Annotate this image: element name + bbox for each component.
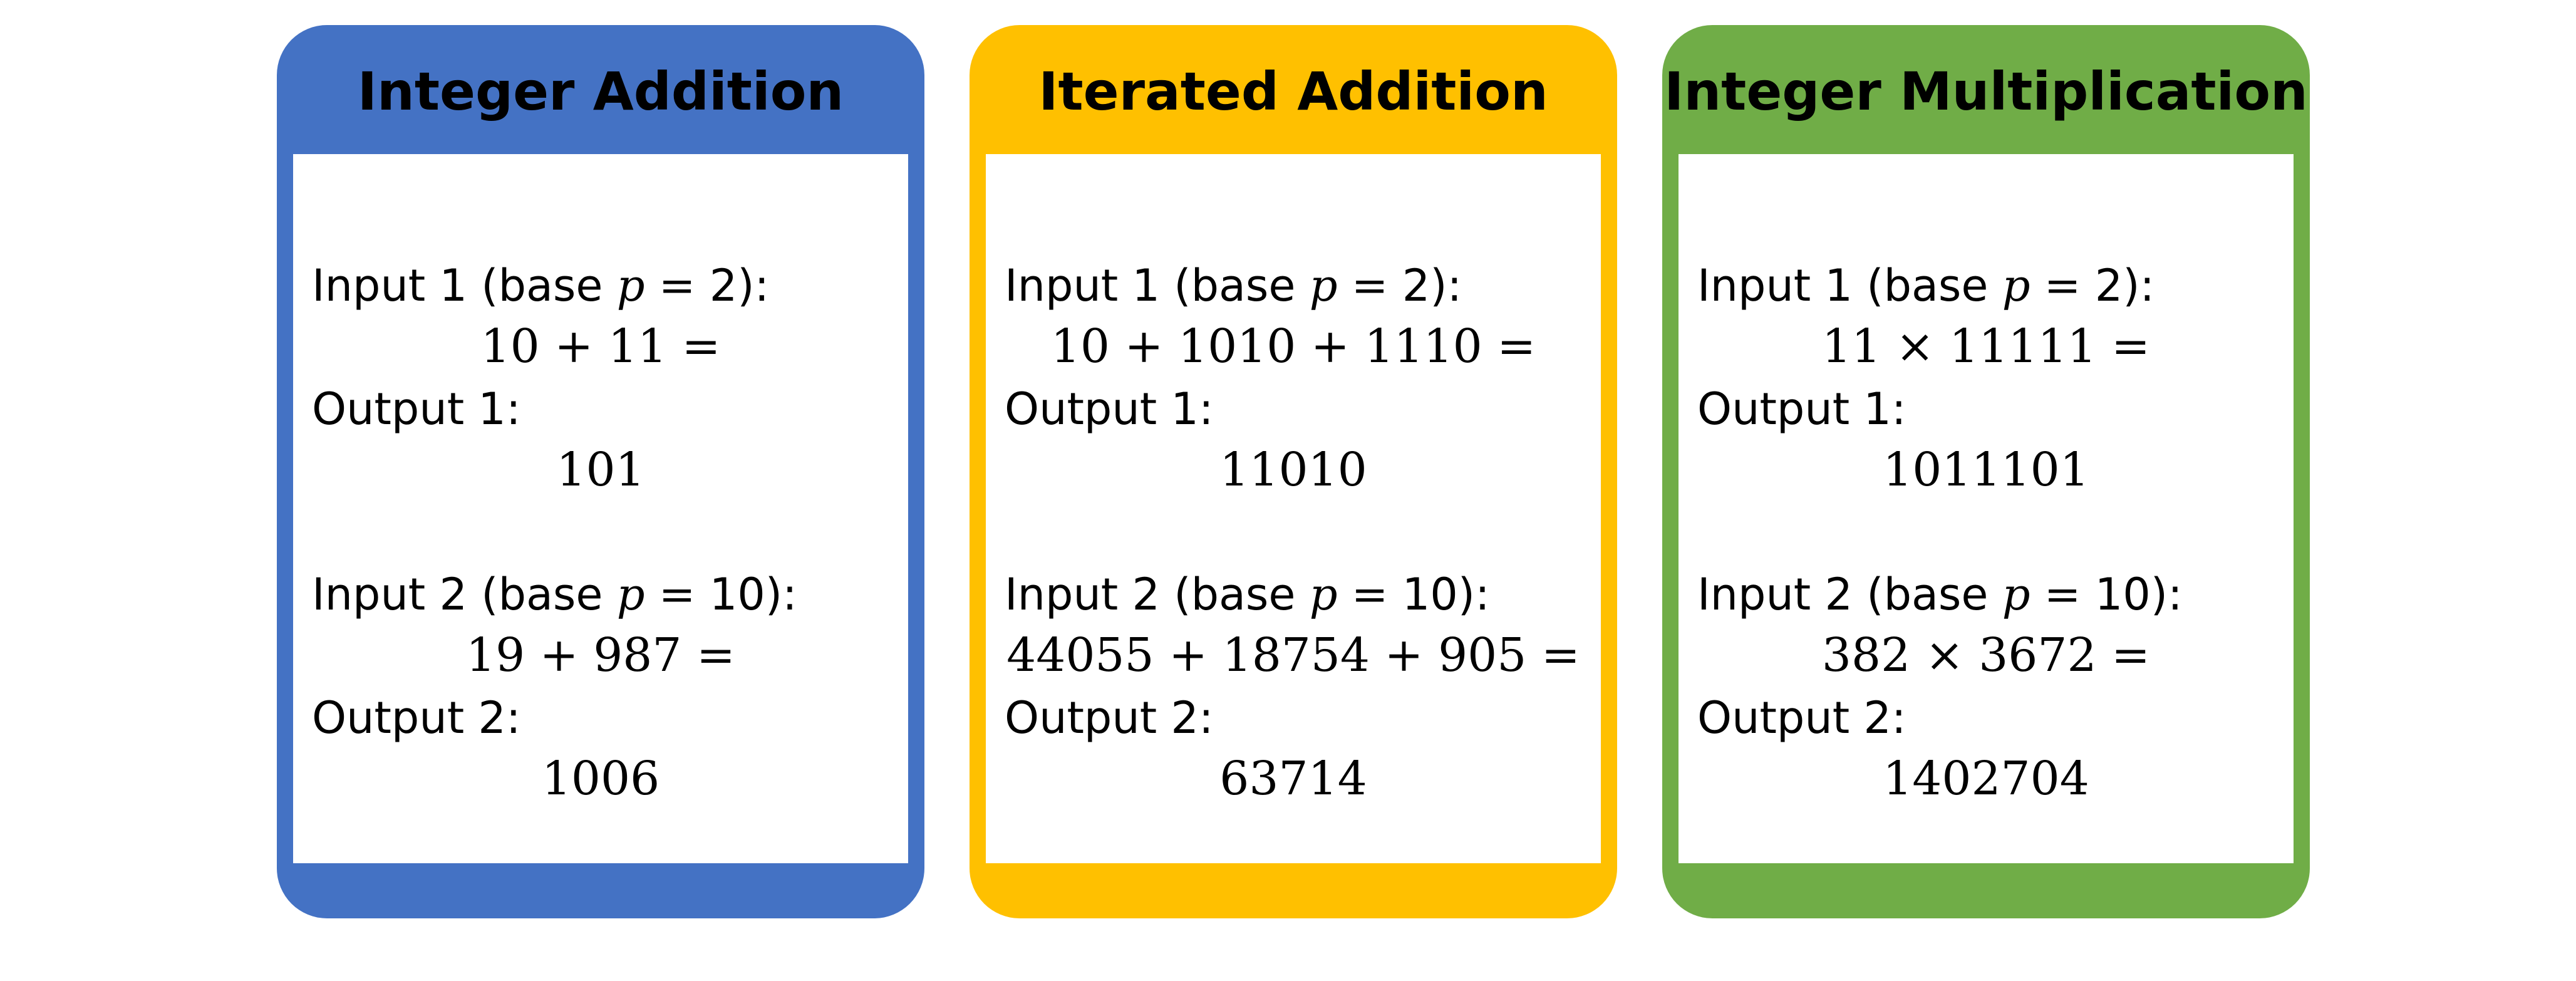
output-1-label: Output 1:	[312, 383, 521, 435]
input-1-expression: 11 × 11111 =	[1821, 319, 2151, 373]
output-1-value: 11010	[1219, 443, 1367, 497]
input-2-label: Input 2 (base p = 10):	[312, 569, 797, 620]
output-1-value: 101	[556, 443, 645, 497]
integer-addition-panel: Integer Addition Input 1 (base p = 2): 1…	[277, 25, 924, 918]
input-2-label: Input 2 (base p = 10):	[1697, 569, 2183, 620]
panel-body: Input 1 (base p = 2): 10 + 11 = Output 1…	[293, 154, 908, 863]
input-1-label: Input 1 (base p = 2):	[312, 260, 770, 311]
output-1-label: Output 1:	[1005, 383, 1214, 435]
input-1-label: Input 1 (base p = 2):	[1005, 260, 1462, 311]
integer-multiplication-panel: Integer Multiplication Input 1 (base p =…	[1662, 25, 2310, 918]
output-2-label: Output 2:	[1697, 692, 1906, 744]
output-1-value: 1011101	[1883, 443, 2089, 497]
output-2-label: Output 2:	[312, 692, 521, 744]
input-1-expression: 10 + 1010 + 1110 =	[1050, 319, 1536, 373]
input-2-expression: 382 × 3672 =	[1821, 628, 2151, 682]
input-2-expression: 44055 + 18754 + 905 =	[1006, 628, 1580, 682]
output-2-value: 1402704	[1883, 752, 2089, 806]
input-1-expression: 10 + 11 =	[480, 319, 721, 373]
panel-body: Input 1 (base p = 2): 10 + 1010 + 1110 =…	[986, 154, 1601, 863]
panel-title: Iterated Addition	[1038, 61, 1548, 122]
input-2-label: Input 2 (base p = 10):	[1005, 569, 1490, 620]
output-2-value: 63714	[1219, 752, 1367, 806]
iterated-addition-panel: Iterated Addition Input 1 (base p = 2): …	[970, 25, 1617, 918]
panel-body: Input 1 (base p = 2): 11 × 11111 = Outpu…	[1679, 154, 2294, 863]
output-1-label: Output 1:	[1697, 383, 1906, 435]
input-1-label: Input 1 (base p = 2):	[1697, 260, 2155, 311]
panel-title: Integer Addition	[357, 61, 844, 122]
output-2-label: Output 2:	[1005, 692, 1214, 744]
output-2-value: 1006	[541, 752, 660, 806]
panel-title: Integer Multiplication	[1664, 61, 2308, 122]
input-2-expression: 19 + 987 =	[466, 628, 735, 682]
